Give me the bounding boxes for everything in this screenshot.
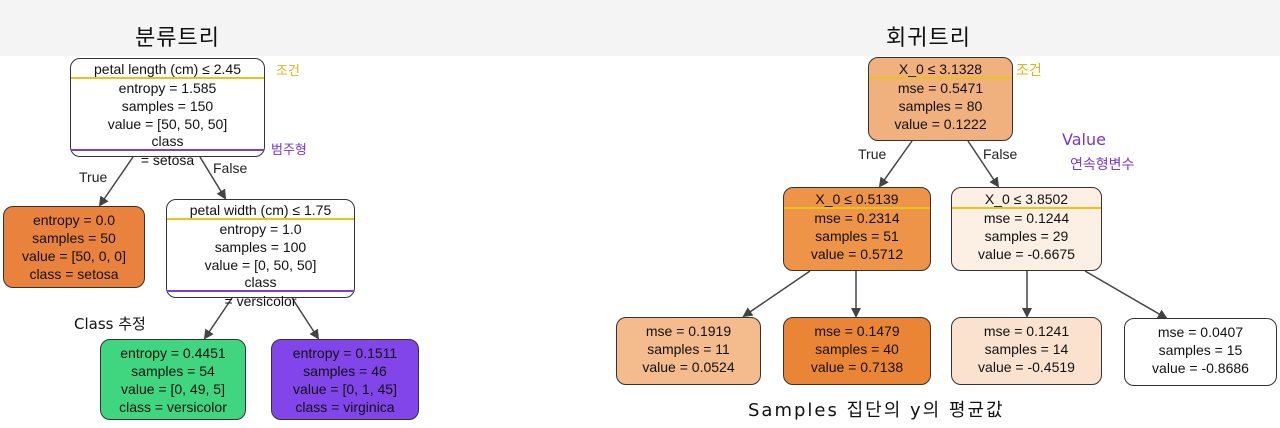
node-value: value = 0.5712 xyxy=(810,246,904,262)
reg-node-root: X_0 ≤ 3.1328 mse = 0.5471 samples = 80 v… xyxy=(868,57,1013,141)
node-value: value = 0.7138 xyxy=(810,359,904,375)
node-mse: mse = 0.1479 xyxy=(814,323,900,339)
class-node-left: entropy = 0.0 samples = 50 value = [50, … xyxy=(3,206,145,288)
annotation-value: Value xyxy=(1062,130,1106,149)
node-entropy: entropy = 1.585 xyxy=(118,80,217,96)
node-value: value = [50, 50, 50] xyxy=(107,116,228,132)
node-mse: mse = 0.2314 xyxy=(814,210,900,226)
node-value: value = [0, 50, 50] xyxy=(204,257,317,273)
edge-class-right-right xyxy=(291,297,320,340)
node-condition: X_0 ≤ 3.8502 xyxy=(952,191,1101,209)
node-condition: X_0 ≤ 3.1328 xyxy=(869,61,1012,79)
node-value: value = 0.1222 xyxy=(894,116,987,132)
node-condition: X_0 ≤ 0.5139 xyxy=(784,191,930,209)
edge-label-true-class: True xyxy=(79,169,108,185)
node-samples: samples = 14 xyxy=(984,341,1069,357)
node-samples: samples = 100 xyxy=(214,239,307,255)
annotation-class-estimate: Class 추정 xyxy=(74,315,146,333)
node-class-value: = setosa xyxy=(140,152,195,168)
reg-node-right-right: mse = 0.0407 samples = 15 value = -0.868… xyxy=(1124,318,1277,386)
class-node-right-left: entropy = 0.4451 samples = 54 value = [0… xyxy=(100,339,246,420)
node-value: value = -0.6675 xyxy=(978,246,1075,262)
node-value: value = [0, 49, 5] xyxy=(121,381,225,397)
node-class-value: = versicolor xyxy=(224,293,297,309)
class-node-right: petal width (cm) ≤ 1.75 entropy = 1.0 sa… xyxy=(166,199,355,309)
node-value: value = [50, 0, 0] xyxy=(22,248,126,264)
edge-class-root-right xyxy=(199,156,227,200)
edge-reg-root-right xyxy=(967,140,1000,188)
node-samples: samples = 50 xyxy=(32,230,116,246)
node-samples: samples = 80 xyxy=(898,98,983,114)
header-band xyxy=(0,0,1280,56)
node-class: class = setosa xyxy=(29,266,119,282)
class-node-right-right: entropy = 0.1511 samples = 46 value = [0… xyxy=(271,339,419,420)
edge-class-right-left xyxy=(203,297,233,340)
node-samples: samples = 29 xyxy=(984,228,1069,244)
node-value: value = -0.4519 xyxy=(978,359,1075,375)
class-node-root: petal length (cm) ≤ 2.45 entropy = 1.585… xyxy=(70,58,265,168)
node-mse: mse = 0.0407 xyxy=(1157,324,1244,340)
node-entropy: entropy = 0.1511 xyxy=(292,345,398,361)
reg-node-left-right: mse = 0.1479 samples = 40 value = 0.7138 xyxy=(783,317,931,385)
node-samples: samples = 51 xyxy=(815,228,899,244)
node-class-key: class xyxy=(71,133,264,151)
node-mse: mse = 0.1919 xyxy=(645,323,732,339)
node-value: value = [0, 1, 45] xyxy=(293,381,397,397)
classification-tree-heading: 분류트리 xyxy=(135,26,220,51)
node-entropy: entropy = 0.0 xyxy=(32,212,116,228)
node-samples: samples = 11 xyxy=(647,341,730,357)
edge-reg-left-left xyxy=(742,270,811,318)
node-value: value = 0.0524 xyxy=(642,359,735,375)
node-entropy: entropy = 0.4451 xyxy=(120,345,226,361)
node-condition: petal length (cm) ≤ 2.45 xyxy=(71,61,264,79)
node-samples: samples = 40 xyxy=(815,341,899,357)
node-samples: samples = 54 xyxy=(131,363,215,379)
annotation-condition-right: 조건 xyxy=(1016,63,1042,79)
regression-tree-heading: 회귀트리 xyxy=(886,26,971,51)
node-value: value = -0.8686 xyxy=(1152,360,1249,376)
annotation-condition-left: 조건 xyxy=(276,64,300,79)
reg-node-left-left: mse = 0.1919 samples = 11 value = 0.0524 xyxy=(616,317,761,385)
annotation-continuous: 연속형변수 xyxy=(1070,157,1135,173)
node-samples: samples = 15 xyxy=(1158,342,1243,358)
node-class-key: class xyxy=(167,274,354,292)
edge-reg-right-right xyxy=(1084,270,1168,320)
node-condition: petal width (cm) ≤ 1.75 xyxy=(167,202,354,220)
reg-node-right-left: mse = 0.1241 samples = 14 value = -0.451… xyxy=(951,317,1102,385)
node-class: class = virginica xyxy=(295,399,395,415)
node-mse: mse = 0.1241 xyxy=(983,323,1070,339)
reg-node-right: X_0 ≤ 3.8502 mse = 0.1244 samples = 29 v… xyxy=(951,187,1102,271)
edge-label-false-class: False xyxy=(213,160,248,176)
node-samples: samples = 46 xyxy=(303,363,387,379)
node-mse: mse = 0.5471 xyxy=(897,80,984,96)
node-mse: mse = 0.1244 xyxy=(983,210,1070,226)
edge-class-root-left xyxy=(98,156,134,207)
annotation-samples-mean: Samples 집단의 y의 평균값 xyxy=(748,400,1005,421)
reg-node-left: X_0 ≤ 0.5139 mse = 0.2314 samples = 51 v… xyxy=(783,187,931,271)
edge-label-true-reg: True xyxy=(858,146,887,162)
annotation-categorical: 범주형 xyxy=(271,143,307,158)
node-samples: samples = 150 xyxy=(121,98,214,114)
node-class: class = versicolor xyxy=(119,399,227,415)
node-entropy: entropy = 1.0 xyxy=(219,221,302,237)
edge-reg-root-left xyxy=(878,140,913,188)
edge-label-false-reg: False xyxy=(983,146,1018,162)
